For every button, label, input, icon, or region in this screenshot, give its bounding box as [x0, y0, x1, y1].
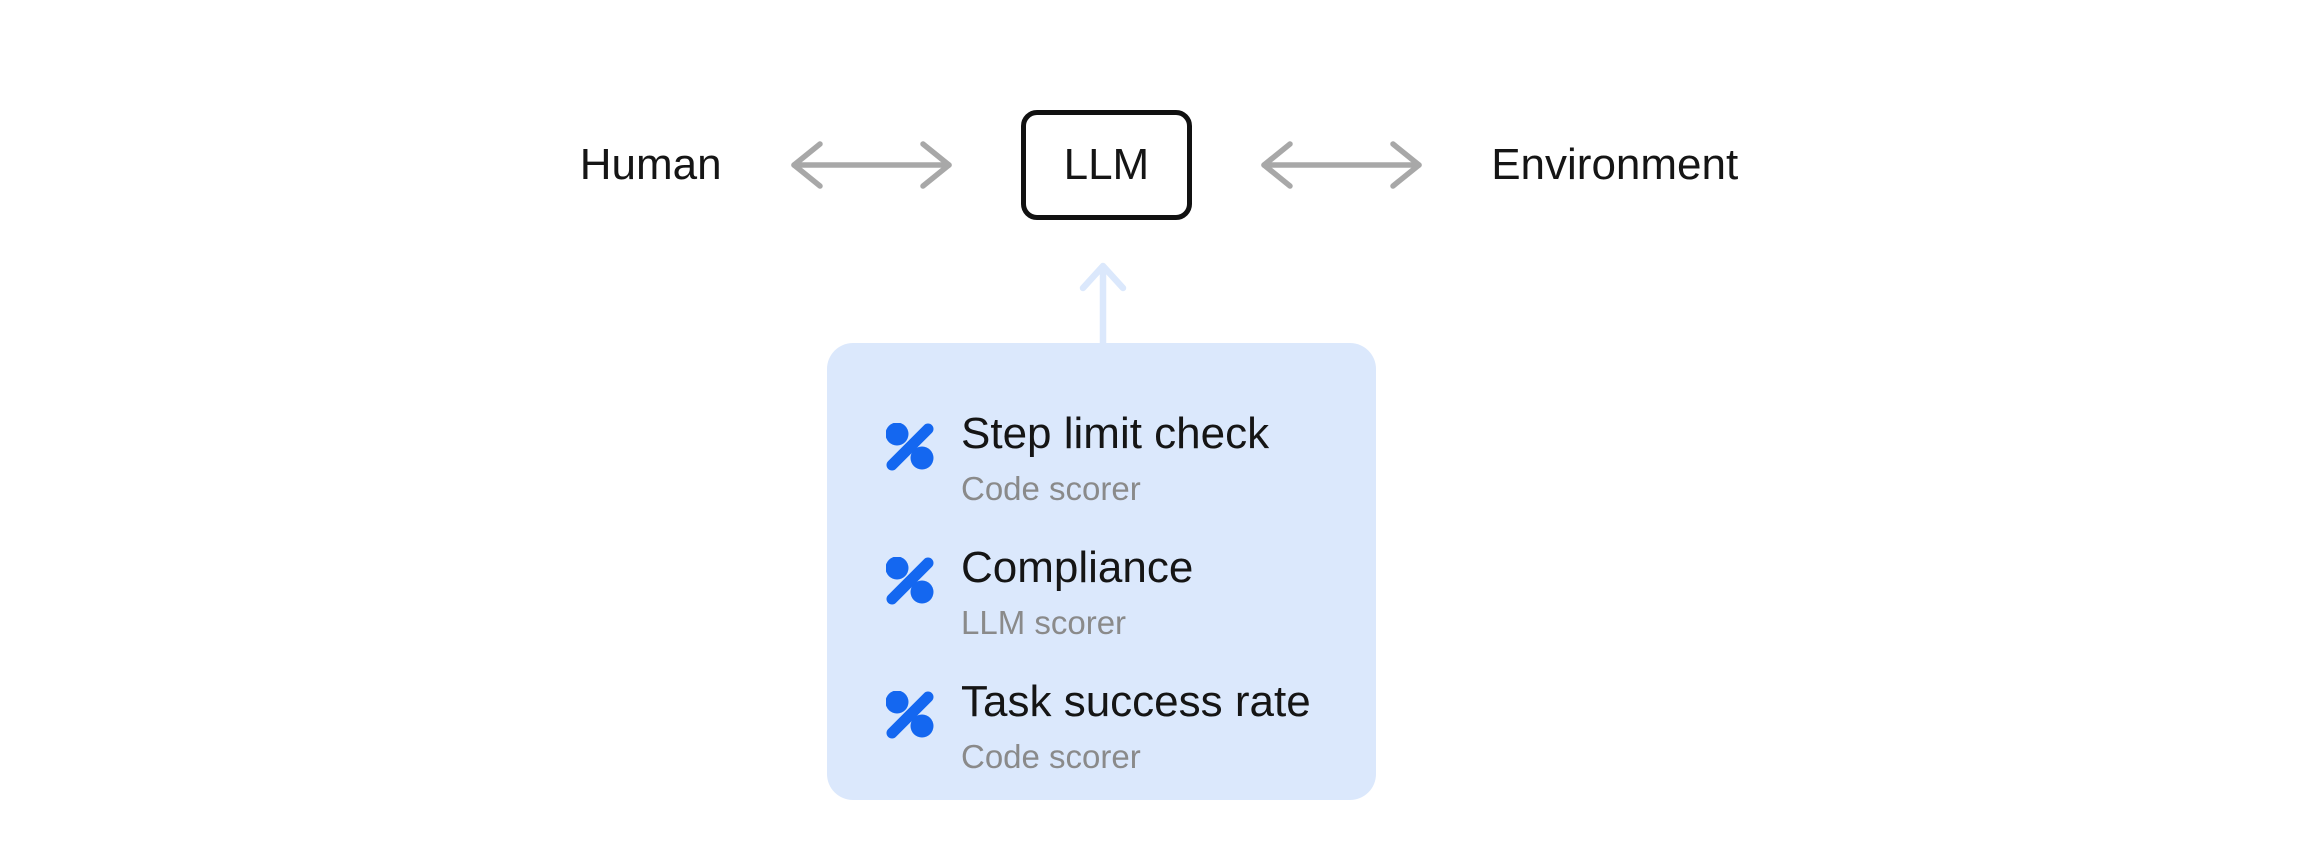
scorer-item-compliance: Compliance LLM scorer: [886, 541, 1346, 643]
environment-label: Environment: [1491, 140, 1739, 189]
llm-node: LLM: [1020, 110, 1193, 220]
scorer-text: Step limit check Code scorer: [961, 407, 1269, 509]
scorer-item-task-success-rate: Task success rate Code scorer: [886, 675, 1346, 777]
human-label: Human: [579, 140, 722, 189]
scorers-to-llm-up-arrow-icon: [1079, 262, 1127, 345]
scorer-title: Task success rate: [961, 677, 1311, 726]
top-row: Human LLM Environment: [0, 110, 2318, 220]
scorer-subtitle: Code scorer: [961, 738, 1141, 775]
scorer-text: Compliance LLM scorer: [961, 541, 1193, 643]
percent-scorer-icon: [886, 691, 934, 739]
llm-environment-double-arrow-icon: [1261, 141, 1422, 189]
scorer-item-step-limit-check: Step limit check Code scorer: [886, 407, 1346, 509]
human-llm-double-arrow-icon: [790, 141, 952, 189]
scorer-title: Compliance: [961, 543, 1194, 592]
scorer-subtitle: Code scorer: [961, 470, 1141, 507]
llm-label: LLM: [1063, 140, 1150, 189]
percent-scorer-icon: [886, 423, 934, 471]
scorer-text: Task success rate Code scorer: [961, 675, 1311, 777]
scorer-subtitle: LLM scorer: [961, 604, 1127, 641]
percent-scorer-icon: [886, 557, 934, 605]
scorer-panel: Step limit check Code scorer Compliance …: [827, 343, 1376, 800]
scorer-title: Step limit check: [961, 409, 1270, 458]
